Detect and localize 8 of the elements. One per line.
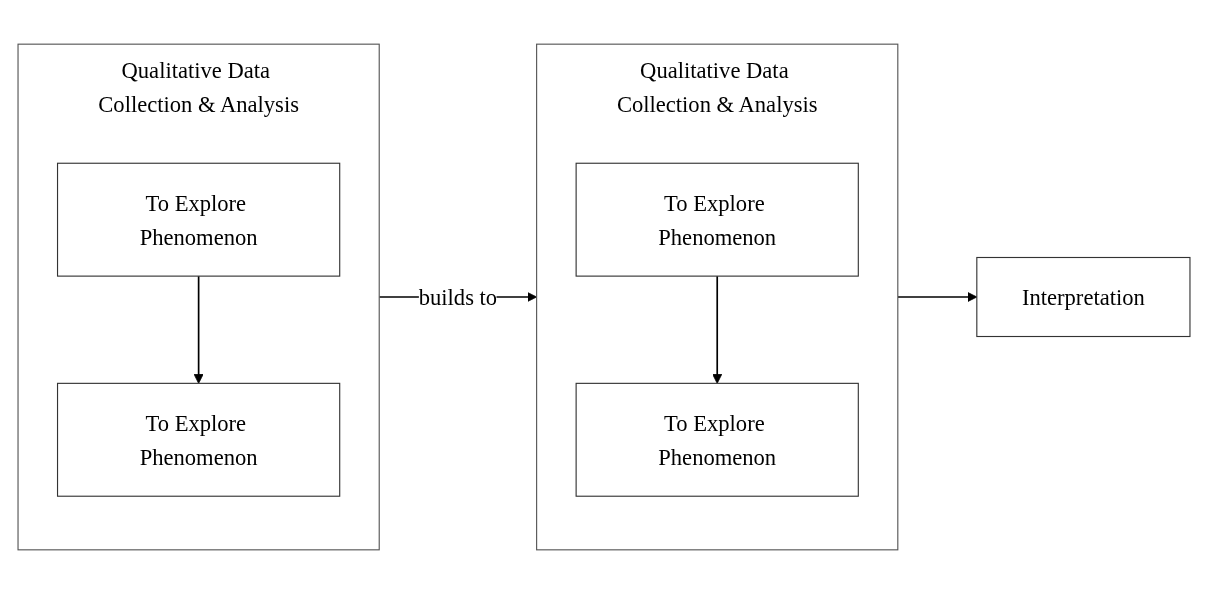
edge-label: builds to: [418, 284, 498, 310]
node-box: To Explore Phenomenon: [56, 162, 341, 277]
arrow: [193, 275, 204, 384]
arrow: [712, 275, 723, 384]
node-box: To Explore Phenomenon: [56, 382, 341, 497]
node-box: Interpretation: [976, 256, 1191, 338]
node-box: To Explore Phenomenon: [575, 382, 859, 497]
node-box: To Explore Phenomenon: [575, 162, 859, 277]
